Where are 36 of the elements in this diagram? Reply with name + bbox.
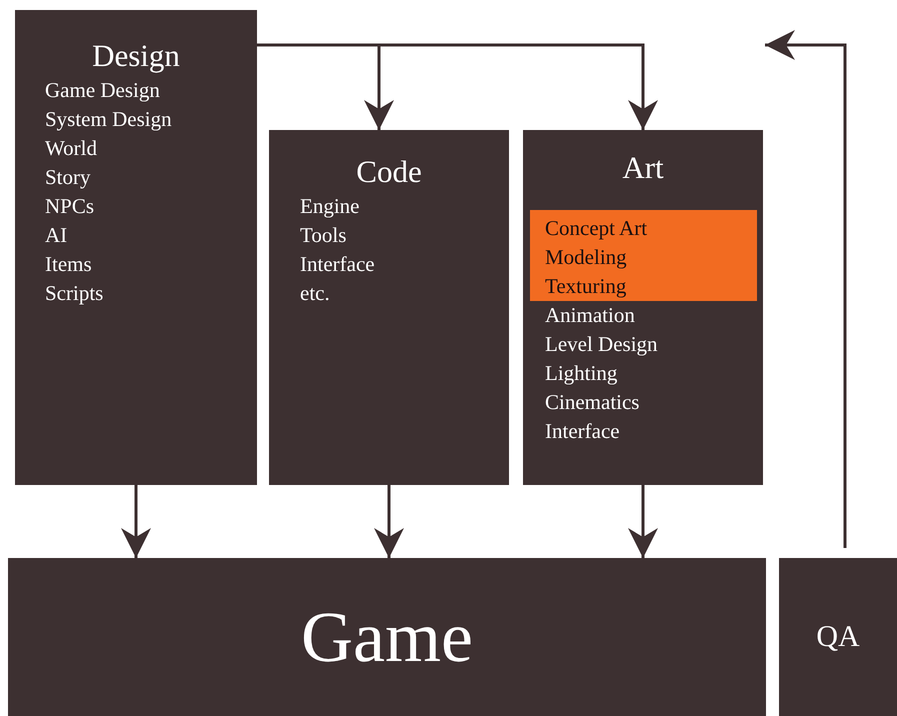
arrow	[257, 44, 658, 130]
arrow	[374, 485, 404, 558]
list-item: Story	[44, 164, 92, 191]
department-box	[523, 130, 763, 485]
box-title: Game	[301, 596, 473, 678]
output-box	[779, 558, 897, 716]
department-box	[269, 130, 509, 485]
list-item: Scripts	[44, 280, 104, 307]
box-title: Code	[355, 153, 423, 191]
list-item: System Design	[44, 106, 173, 133]
list-item: Engine	[299, 193, 360, 220]
list-item: Interface	[544, 418, 621, 445]
list-item: Interface	[299, 251, 376, 278]
list-item: Modeling	[544, 244, 628, 271]
highlight-box	[530, 210, 757, 301]
list-item: AI	[44, 222, 68, 249]
output-box	[8, 558, 766, 716]
list-item: World	[44, 135, 98, 162]
list-item: Items	[44, 251, 93, 278]
list-item: Animation	[544, 302, 636, 329]
list-item: Level Design	[544, 331, 659, 358]
list-item: NPCs	[44, 193, 96, 220]
list-item: Concept Art	[544, 215, 648, 242]
box-title: Design	[91, 37, 181, 75]
box-title: QA	[816, 620, 860, 654]
list-item: Game Design	[44, 77, 161, 104]
arrow	[628, 485, 658, 558]
arrow	[121, 485, 151, 558]
arrow	[765, 30, 846, 548]
list-item: etc.	[299, 280, 331, 307]
list-item: Lighting	[544, 360, 618, 387]
list-item: Tools	[299, 222, 348, 249]
department-box	[15, 10, 257, 485]
list-item: Texturing	[544, 273, 628, 300]
box-title: Art	[621, 149, 665, 187]
list-item: Cinematics	[544, 389, 640, 416]
